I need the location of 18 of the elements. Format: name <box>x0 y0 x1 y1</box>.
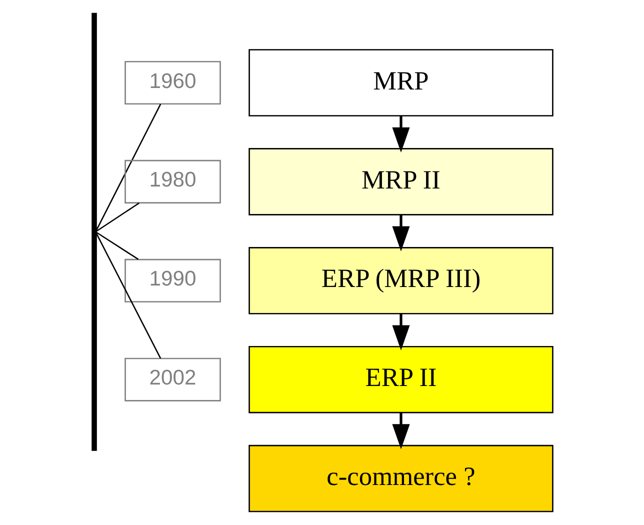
arrow <box>392 412 410 450</box>
node-box: 1990 <box>124 258 220 302</box>
connector <box>95 104 161 230</box>
node-box: 2002 <box>124 358 220 402</box>
arrow <box>392 314 410 350</box>
arrow <box>392 116 410 152</box>
node-box: c-commerce ? <box>248 444 553 512</box>
node-box: MRP II <box>248 148 553 216</box>
node-bar <box>91 12 96 451</box>
node-box: MRP <box>248 49 553 116</box>
node-box: 1980 <box>124 160 220 204</box>
connector <box>96 202 139 232</box>
arrow <box>392 215 410 252</box>
connector <box>96 232 138 260</box>
connector <box>95 233 161 359</box>
node-box: ERP II <box>248 346 553 414</box>
node-box: 1960 <box>124 60 220 104</box>
node-box: ERP (MRP III) <box>248 247 553 314</box>
